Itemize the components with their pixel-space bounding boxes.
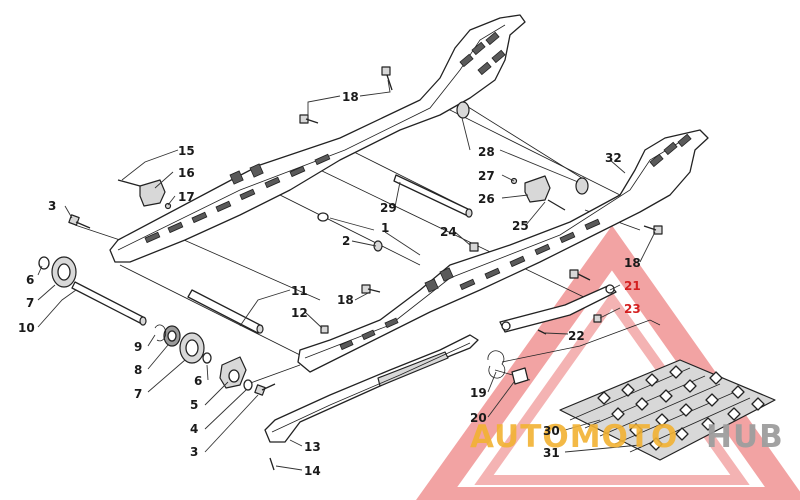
pin-17[interactable]: [164, 202, 172, 210]
callout-6-left[interactable]: 6: [26, 273, 34, 287]
callout-7-left[interactable]: 7: [26, 296, 34, 310]
callout-32[interactable]: 32: [605, 151, 622, 165]
cap-5[interactable]: [219, 356, 247, 389]
callout-17[interactable]: 17: [178, 190, 195, 204]
callout-22[interactable]: 22: [568, 329, 585, 343]
bumper-26[interactable]: [524, 175, 566, 211]
callout-10[interactable]: 10: [18, 321, 35, 335]
link-arm[interactable]: [499, 284, 617, 333]
callout-7-right[interactable]: 7: [134, 387, 142, 401]
callout-20[interactable]: 20: [470, 411, 487, 425]
slide-strip[interactable]: [264, 334, 479, 443]
watermark-text-right: HUB: [706, 419, 784, 455]
callout-27[interactable]: 27: [478, 169, 495, 183]
callout-13[interactable]: 13: [304, 440, 321, 454]
callout-3-lower[interactable]: 3: [190, 445, 198, 459]
bolt-18-top[interactable]: [381, 66, 393, 91]
wheel-7-right[interactable]: [179, 332, 205, 364]
callout-18-top[interactable]: 18: [342, 90, 359, 104]
callout-12[interactable]: 12: [291, 306, 308, 320]
bumper-16[interactable]: [117, 179, 166, 207]
bolt-3-lower[interactable]: [254, 383, 276, 396]
callout-21[interactable]: 21: [624, 279, 641, 293]
bolt-22[interactable]: [537, 329, 547, 335]
callout-19[interactable]: 19: [470, 386, 487, 400]
rail-right-lower[interactable]: [297, 129, 709, 373]
snap-ring-9[interactable]: [154, 324, 167, 342]
track-pad[interactable]: [559, 359, 776, 461]
callout-31[interactable]: 31: [543, 446, 560, 460]
callout-6-right[interactable]: 6: [194, 374, 202, 388]
callout-28[interactable]: 28: [478, 145, 495, 159]
callout-30[interactable]: 30: [543, 424, 560, 438]
shaft-10[interactable]: [71, 281, 147, 326]
rail-right-lower-slots: [339, 133, 692, 351]
rail-left-upper-slots: [144, 31, 506, 244]
callout-24[interactable]: 24: [440, 225, 457, 239]
bolt-14[interactable]: [269, 457, 275, 471]
leader-lines: [37, 79, 656, 471]
callout-14[interactable]: 14: [304, 464, 321, 478]
shaft-29[interactable]: [393, 174, 473, 218]
rail-left-upper[interactable]: [109, 14, 526, 263]
callout-4[interactable]: 4: [190, 422, 198, 436]
bolt-18-right[interactable]: [643, 225, 663, 235]
callout-11[interactable]: 11: [291, 284, 308, 298]
callout-5[interactable]: 5: [190, 398, 198, 412]
watermark-text: AUTOMOTO HUB: [470, 419, 784, 455]
ring-6-left[interactable]: [38, 256, 50, 270]
ring-6-right[interactable]: [202, 352, 212, 364]
nut-12[interactable]: [320, 325, 329, 334]
callout-18-lower[interactable]: 18: [337, 293, 354, 307]
spacer-2[interactable]: [317, 212, 383, 252]
callout-18-right[interactable]: 18: [624, 256, 641, 270]
callout-3-upper[interactable]: 3: [48, 199, 56, 213]
bushing-28[interactable]: [456, 101, 589, 195]
callout-16[interactable]: 16: [178, 166, 195, 180]
bolt-18-lower[interactable]: [361, 284, 381, 294]
nut-24[interactable]: [469, 242, 479, 252]
watermark-text-left: AUTOMOTO: [470, 419, 678, 455]
callout-2[interactable]: 2: [342, 234, 350, 248]
callout-15[interactable]: 15: [178, 144, 195, 158]
callout-8[interactable]: 8: [134, 363, 142, 377]
callout-29[interactable]: 29: [380, 201, 397, 215]
bolt-3-upper[interactable]: [68, 214, 91, 229]
callout-23[interactable]: 23: [624, 302, 641, 316]
callout-1[interactable]: 1: [381, 221, 389, 235]
wheel-7-left[interactable]: [51, 256, 77, 288]
callout-26[interactable]: 26: [478, 192, 495, 206]
track-pad-cleats: [597, 365, 765, 451]
bolt-21[interactable]: [569, 269, 591, 281]
end-cap-20[interactable]: [511, 367, 529, 385]
bolt-18-mid[interactable]: [299, 114, 319, 124]
bearing-8[interactable]: [163, 325, 181, 347]
callouts: 1 2 3 3 4 5 6 6 7 7 8 9 10 11 12 13 14 1…: [18, 90, 641, 478]
shaft-11[interactable]: [187, 289, 264, 334]
callout-9[interactable]: 9: [134, 340, 142, 354]
callout-25[interactable]: 25: [512, 219, 529, 233]
bolt-23[interactable]: [593, 314, 602, 323]
washer-4[interactable]: [243, 379, 253, 391]
